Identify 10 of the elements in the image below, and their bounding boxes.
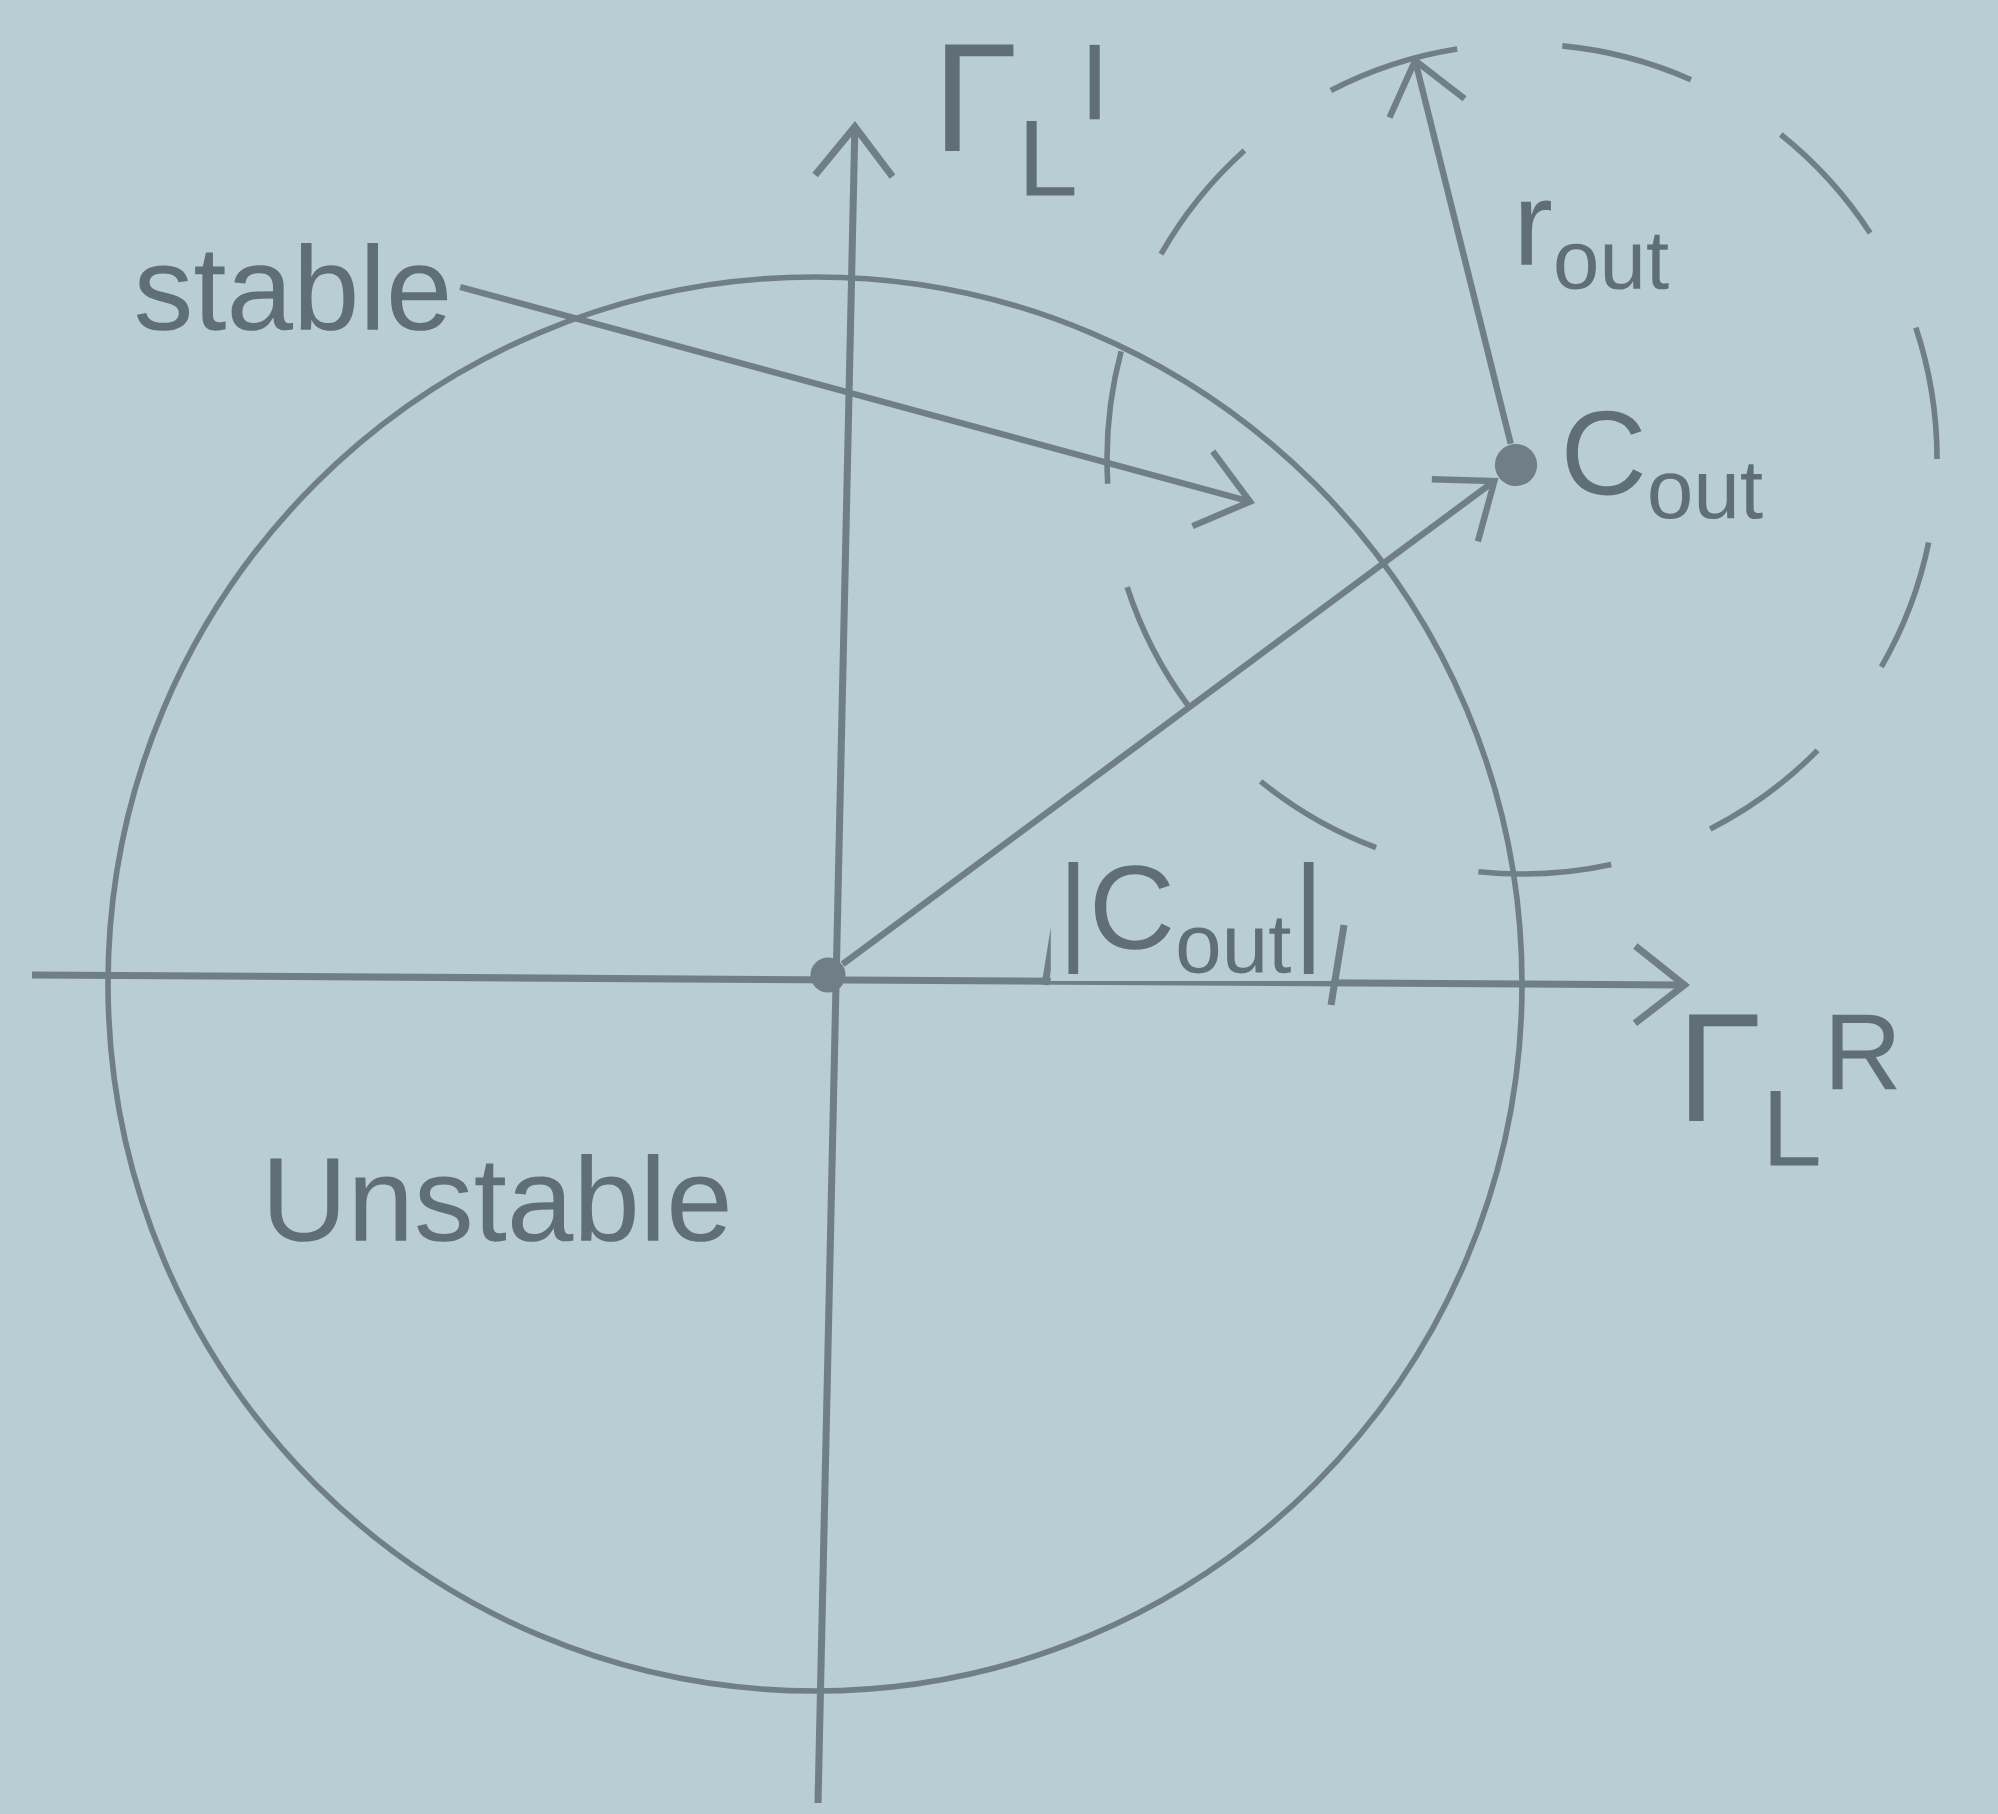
edge-label: r$_{out}$: [1506, 193, 1678, 297]
arrow: [840, 476, 1499, 967]
point-label: C$_{out}$: [1566, 410, 1763, 520]
origin-dot: [810, 957, 846, 993]
axis-label: Γ$_{L}$I: [925, 37, 1119, 203]
axis-label: Γ$_{L}$R: [1669, 1007, 1911, 1173]
magnitude-label: |C$_{out}$|: [1050, 855, 1332, 981]
region-label: Unstable: [254, 1147, 740, 1249]
arrow: [459, 283, 1256, 529]
label-text: stable: [136, 243, 448, 331]
